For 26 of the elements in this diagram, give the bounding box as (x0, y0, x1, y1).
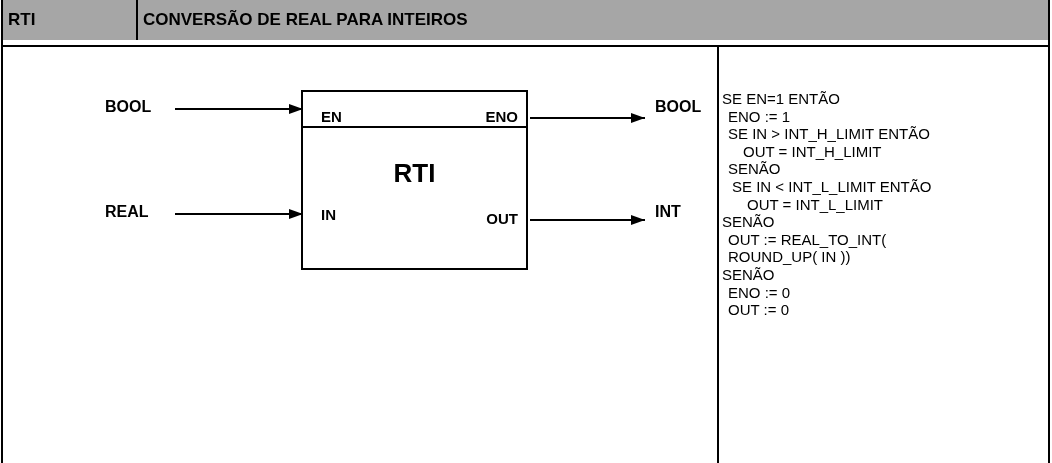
code-line: SENÃO (722, 213, 775, 231)
code-line: SE IN < INT_L_LIMIT ENTÃO (732, 178, 932, 196)
arrow (529, 113, 646, 123)
code-line: ENO := 1 (728, 107, 791, 126)
code-line: OUT = INT_H_LIMIT (743, 142, 882, 161)
function-block (301, 90, 528, 270)
data-type-label: BOOL (655, 98, 715, 120)
code-line: SENÃO (722, 266, 775, 284)
data-type-label: INT (655, 203, 715, 225)
port-label: ENO (463, 108, 530, 128)
data-type-label: REAL (105, 203, 175, 225)
code-line: OUT := 0 (728, 301, 789, 319)
code-line: SENÃO (728, 160, 781, 178)
arrow (529, 215, 646, 225)
code-line: SE EN=1 ENTÃO (722, 90, 840, 108)
code-line: SE IN > INT_H_LIMIT ENTÃO (728, 125, 930, 143)
header-title-cell: CONVERSÃO DE REAL PARA INTEIROS (137, 0, 1049, 40)
port-label: EN (303, 108, 363, 128)
code-line: OUT := REAL_TO_INT( ROUND_UP( IN )) (728, 230, 888, 266)
code-line: ENO := 0 (728, 283, 791, 302)
data-type-label: BOOL (105, 98, 175, 120)
header-code-cell: RTI (2, 0, 137, 40)
port-label: IN (303, 206, 353, 226)
block-title: RTI (392, 158, 437, 189)
code-line: OUT = INT_L_LIMIT (747, 195, 883, 214)
port-label: OUT (463, 210, 530, 230)
